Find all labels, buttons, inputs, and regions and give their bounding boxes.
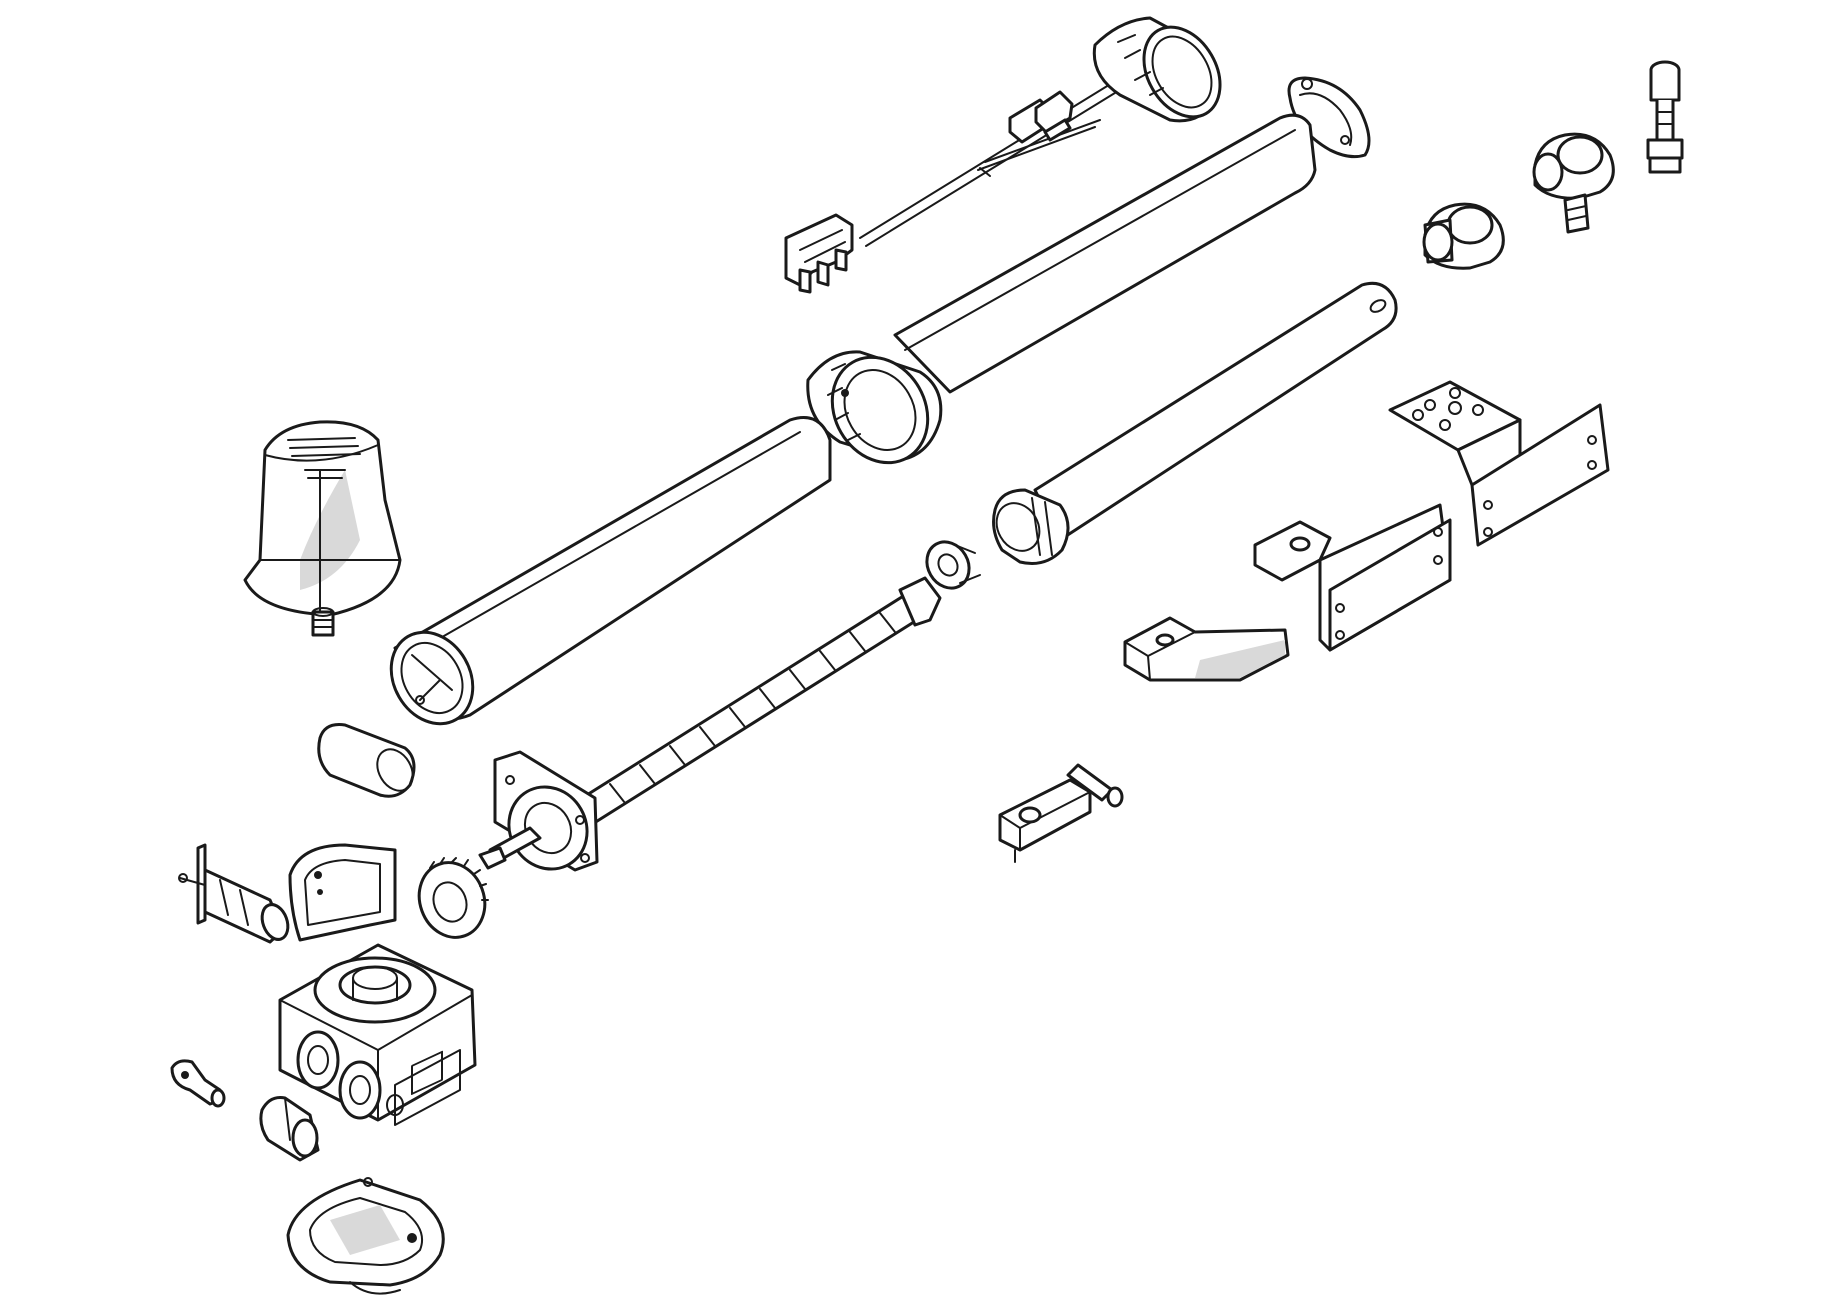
- release-shaft: [178, 843, 290, 944]
- front-fork-bracket: [998, 763, 1124, 863]
- rear-cap-plate: [1287, 76, 1371, 159]
- front-bracket-large: [1253, 503, 1452, 652]
- pin-bolt: [1646, 60, 1684, 174]
- front-bracket-small: [1123, 616, 1290, 682]
- washer-nut: [925, 540, 981, 590]
- bottom-base-cover: [286, 1177, 445, 1295]
- middle-ring-clamp: [806, 350, 943, 465]
- rear-end-ring: [1092, 16, 1222, 123]
- limit-switch-harness: [784, 71, 1137, 294]
- release-key: [170, 1059, 226, 1108]
- ball-joint-front: [1422, 202, 1505, 270]
- motor-flange-plate: [478, 750, 599, 872]
- gearbox-housing: [278, 943, 477, 1126]
- release-lever-cover: [259, 1096, 320, 1162]
- piston-rod-tube: [992, 281, 1398, 565]
- rubber-cap: [317, 723, 416, 798]
- drive-gear: [417, 857, 489, 939]
- motor-cover: [243, 420, 402, 637]
- ball-joint-rear: [1532, 132, 1615, 234]
- upper-tube-housing: [893, 113, 1317, 394]
- rear-bracket: [1388, 380, 1610, 547]
- main-tube-housing: [389, 416, 832, 726]
- gear-cover: [288, 843, 397, 942]
